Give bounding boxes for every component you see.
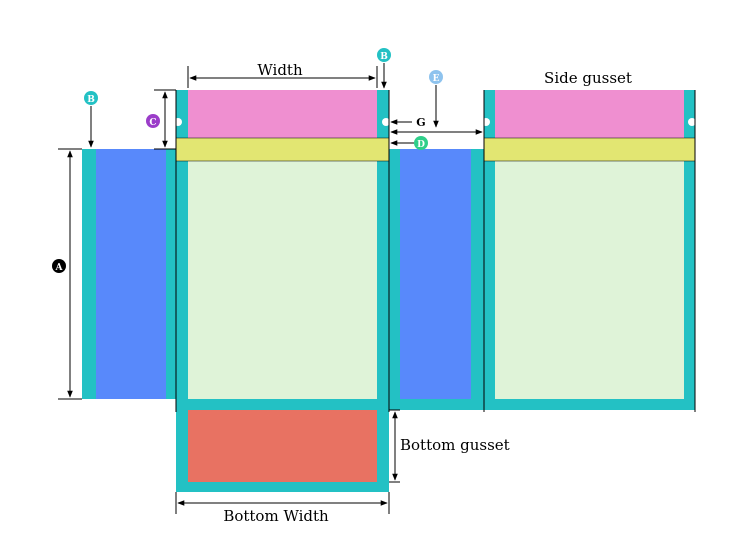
bottom-gusset-panel <box>176 399 389 492</box>
bottom-width-label: Bottom Width <box>223 507 329 525</box>
side-gusset-label: Side gusset <box>544 69 632 87</box>
width-dimension <box>187 66 378 88</box>
marker-c: C <box>146 114 160 128</box>
svg-text:D: D <box>417 140 425 150</box>
marker-e: E <box>429 70 443 128</box>
bottom-gusset-red-fill <box>188 410 377 482</box>
dimension-c <box>154 89 176 150</box>
marker-a: A <box>52 259 66 273</box>
front-panel <box>174 90 390 412</box>
svg-text:E: E <box>433 74 440 84</box>
g-label: G <box>416 116 425 129</box>
marker-d: D <box>390 136 428 150</box>
back-panel-hang-notch-left <box>482 118 490 126</box>
svg-text:B: B <box>380 52 388 62</box>
back-panel-pink-top <box>495 90 684 138</box>
back-panel-green-fill <box>495 161 684 399</box>
front-panel-pink-top <box>188 90 377 138</box>
front-panel-green-fill <box>188 161 377 399</box>
bottom-gusset-label: Bottom gusset <box>400 436 510 454</box>
front-panel-yellow-band <box>176 138 389 161</box>
left-gusset-blue-fill <box>96 149 166 399</box>
middle-gusset-blue-fill <box>400 149 471 399</box>
left-side-gusset-panel <box>82 149 176 399</box>
back-panel-yellow-band <box>484 138 695 161</box>
front-panel-hang-notch-right <box>382 118 390 126</box>
svg-text:B: B <box>87 95 95 105</box>
svg-text:A: A <box>55 263 64 273</box>
back-panel <box>482 90 696 410</box>
height-dimension-a <box>58 148 82 400</box>
bottom-width-dimension <box>175 492 390 514</box>
fold-lines <box>175 90 696 412</box>
bottom-gusset-dimension <box>389 409 400 483</box>
svg-text:C: C <box>149 118 156 128</box>
middle-side-gusset-panel <box>389 149 484 410</box>
width-label: Width <box>257 61 303 79</box>
back-panel-hang-notch-right <box>688 118 696 126</box>
marker-b-left: B <box>84 91 98 148</box>
front-panel-hang-notch-left <box>174 118 182 126</box>
marker-b-right: B <box>377 48 391 89</box>
